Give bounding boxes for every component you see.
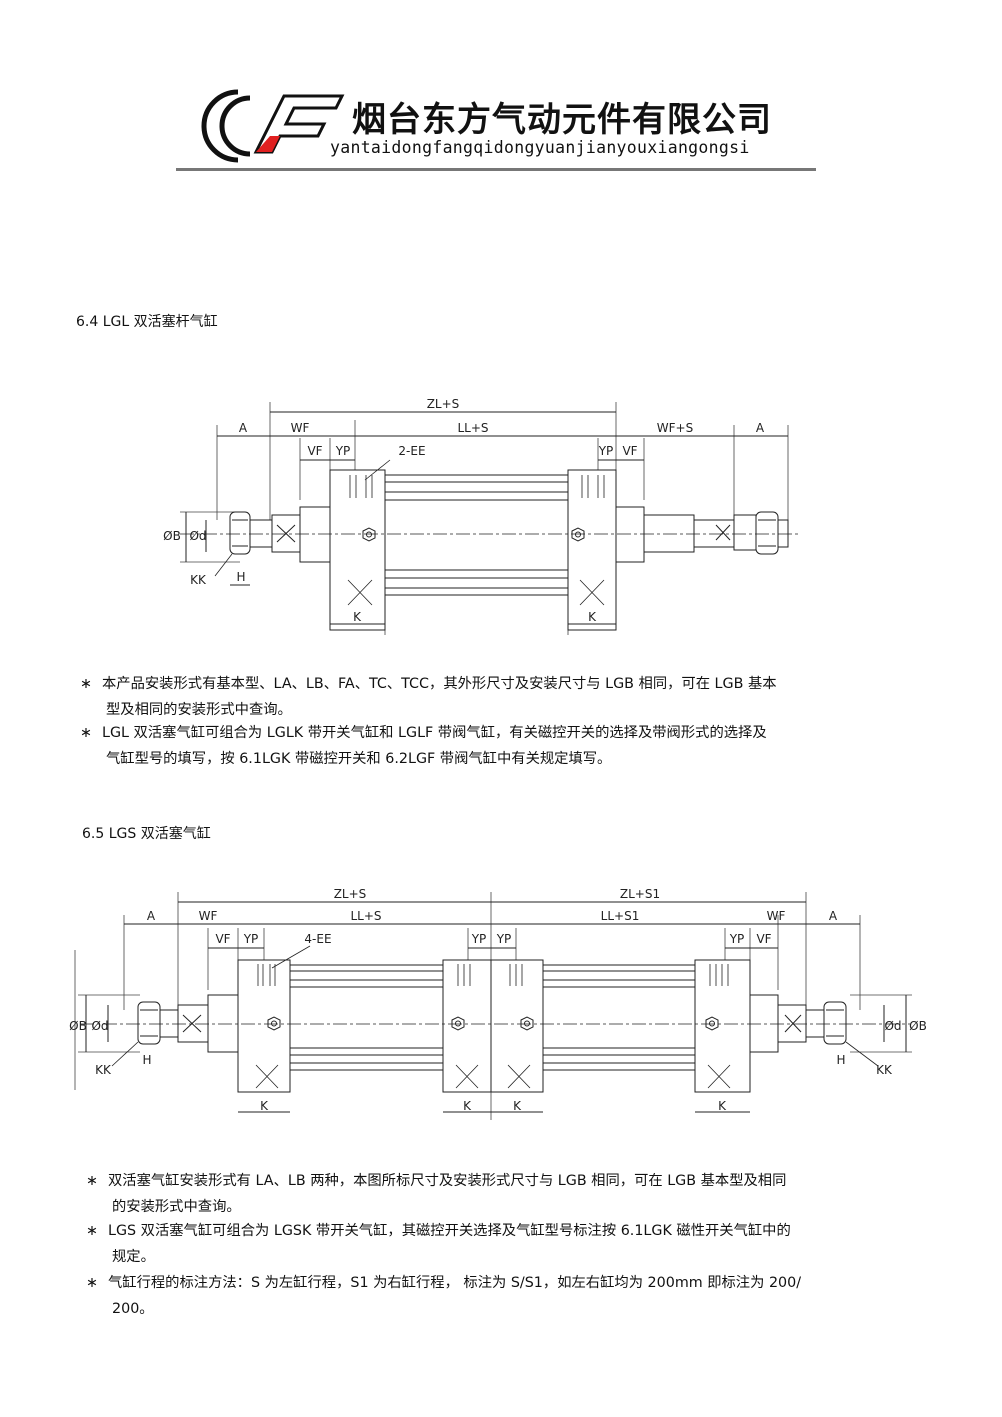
dim-kk-right: KK [876,1063,893,1077]
dim-ll-s: LL+S [350,909,381,923]
dim-yp-left: YP [243,932,259,946]
dim-phi-d-left: Ød [91,1019,108,1033]
lgl-cylinder-drawing: ZL+S A WF LL+S WF+S A VF YP 2-EE YP VF Ø… [163,397,800,635]
dim-a-right: A [829,909,838,923]
dim-phi-b-left: ØB [69,1019,87,1033]
note-6-4-1: ∗本产品安装形式有基本型、LA、LB、FA、TC、TCC，其外形尺寸及安装尺寸与… [80,676,777,718]
dim-yp-left: YP [335,444,351,458]
company-pinyin: yantaidongfangqidongyuanjianyouxiangongs… [330,138,750,157]
note-6-5-3: ∗气缸行程的标注方法：S 为左缸行程，S1 为右缸行程， 标注为 S/S1，如左… [86,1275,802,1317]
section-title-6-4: 6.4 LGL 双活塞杆气缸 [76,314,218,330]
dim-phi-b: ØB [163,529,181,543]
dim-k-2: K [463,1099,472,1113]
dim-zl-s1: ZL+S1 [620,887,660,901]
dim-zl-s: ZL+S [427,397,460,411]
section-title-6-5: 6.5 LGS 双活塞气缸 [82,826,211,842]
dim-a-left: A [239,421,248,435]
dim-yp-right: YP [598,444,614,458]
dim-ports: 2-EE [398,444,425,458]
dim-yp-mid-right: YP [496,932,512,946]
dim-yp-mid-left: YP [471,932,487,946]
dim-ll-s: LL+S [457,421,488,435]
note-6-5-1: ∗双活塞气缸安装形式有 LA、LB 两种，本图所标尺寸及安装形式尺寸与 LGB … [86,1173,787,1215]
company-logo [201,89,345,163]
dim-vf-right: VF [756,932,771,946]
dim-ll-s1: LL+S1 [601,909,640,923]
dim-k-3: K [513,1099,522,1113]
dim-a-left: A [147,909,156,923]
dim-wf-s: WF+S [657,421,693,435]
note-6-4-2: ∗LGL 双活塞气缸可组合为 LGLK 带开关气缸和 LGLF 带阀气缸，有关磁… [80,725,767,767]
dim-k-right: K [588,610,597,624]
header-divider [176,168,816,171]
dim-phi-b-right: ØB [909,1019,927,1033]
dim-vf-right: VF [622,444,637,458]
lgs-cylinder-drawing: ZL+S ZL+S1 A WF LL+S LL+S1 WF A VF YP 4-… [69,887,927,1120]
dim-kk-left: KK [95,1063,112,1077]
dim-k-left: K [353,610,362,624]
dim-a-right: A [756,421,765,435]
dim-wf-left: WF [291,421,310,435]
dim-k-1: K [260,1099,269,1113]
dim-yp-right: YP [729,932,745,946]
dim-h: H [236,570,245,584]
note-6-5-2: ∗LGS 双活塞气缸可组合为 LGSK 带开关气缸，其磁控开关选择及气缸型号标注… [86,1223,791,1265]
company-name: 烟台东方气动元件有限公司 [352,100,772,140]
dim-zl-s: ZL+S [334,887,367,901]
dim-vf-left: VF [307,444,322,458]
dim-wf-left: WF [199,909,218,923]
dim-wf-right: WF [767,909,786,923]
dim-phi-d-right: Ød [884,1019,901,1033]
dim-h-left: H [142,1053,151,1067]
dim-k-4: K [718,1099,727,1113]
dim-kk: KK [190,573,207,587]
dim-vf-left: VF [215,932,230,946]
dim-h-right: H [836,1053,845,1067]
dim-ports: 4-EE [304,932,331,946]
dim-phi-d: Ød [189,529,206,543]
